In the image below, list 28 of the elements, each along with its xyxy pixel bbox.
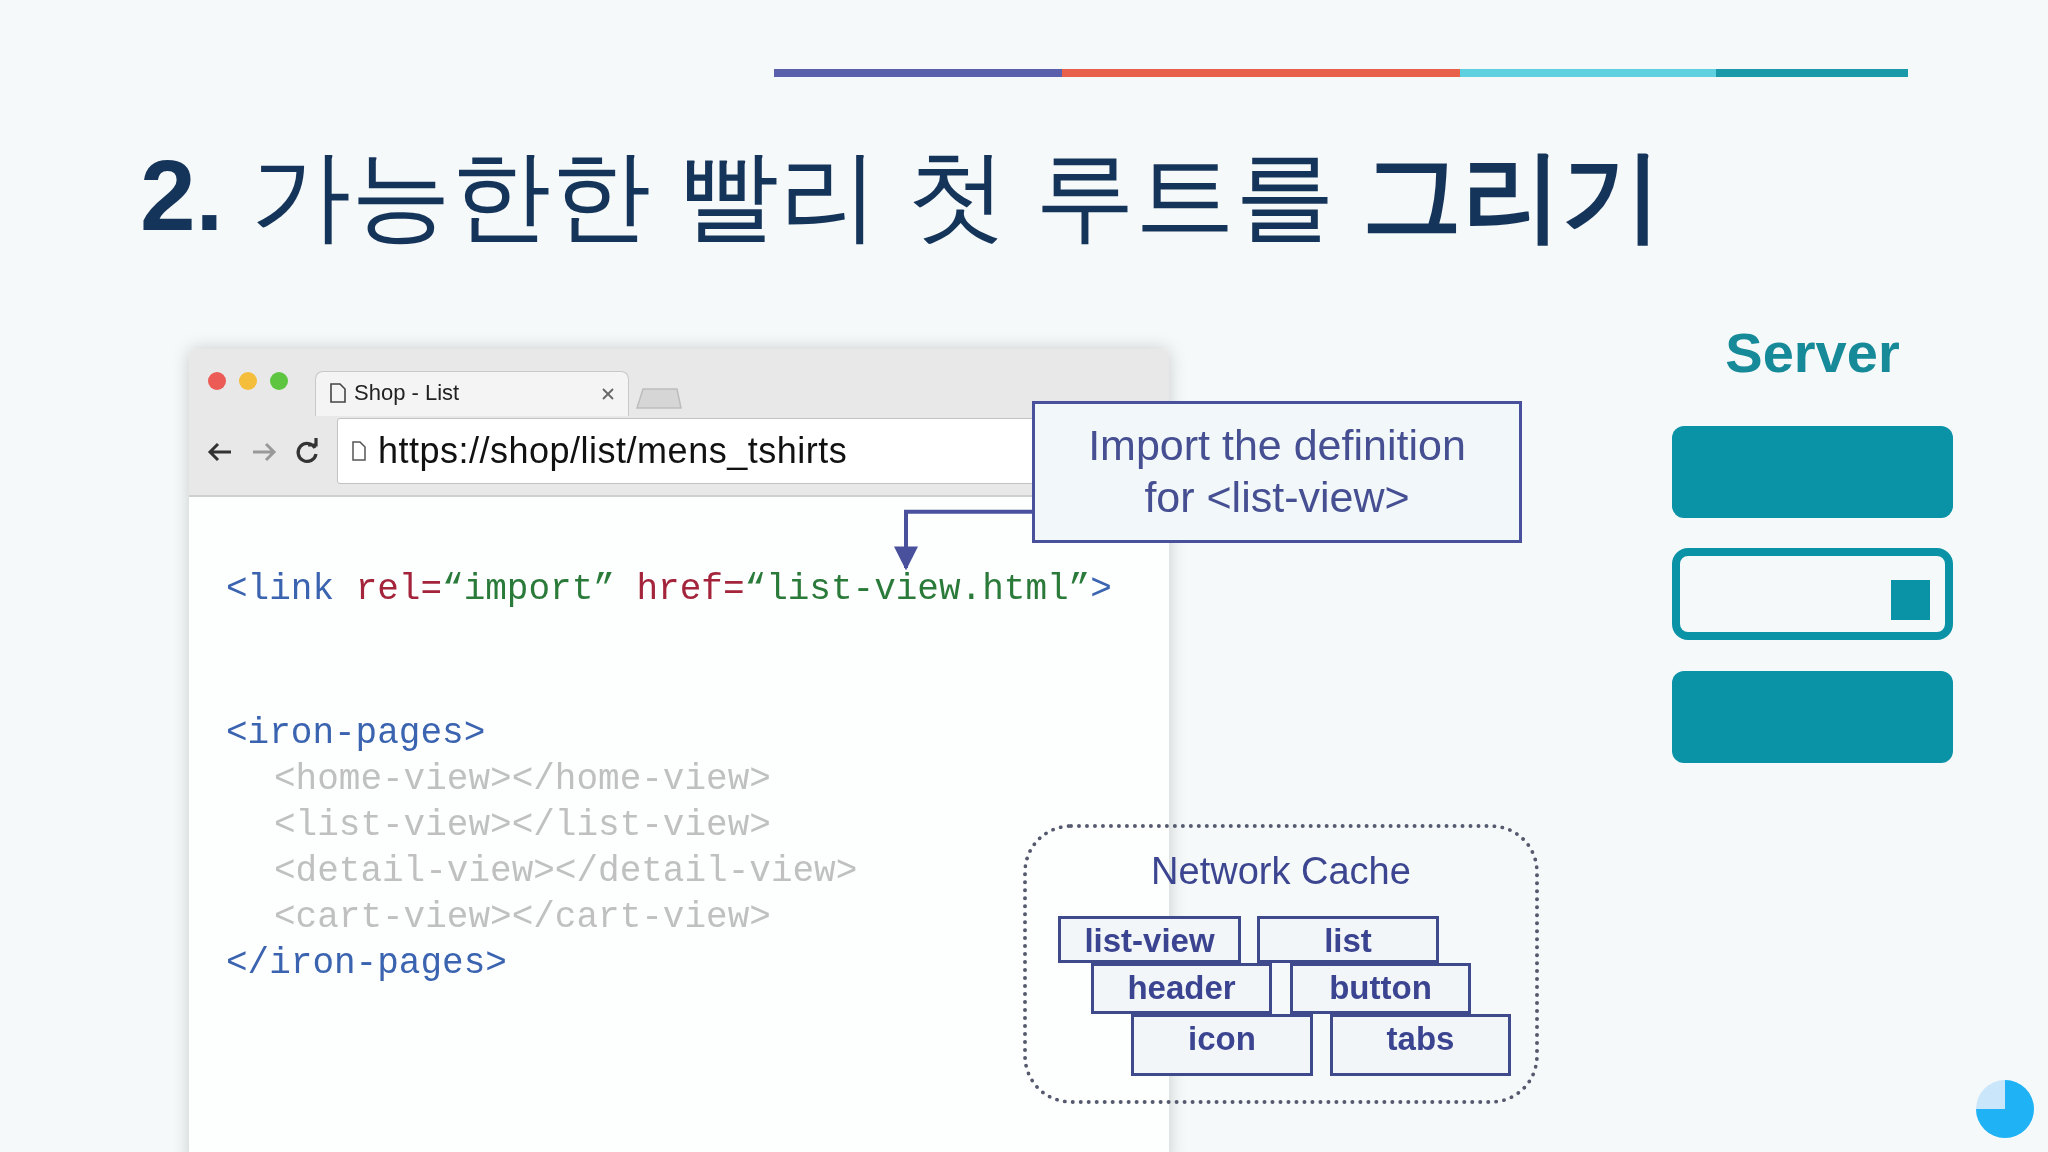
callout-box: [1032, 401, 1522, 543]
file-label: list: [1323, 921, 1373, 961]
group-title: Network Cache: [1150, 850, 1412, 893]
network-cache-group: [1023, 824, 1539, 1104]
cached-file-box: [1330, 1014, 1511, 1076]
cached-file-box: [1058, 916, 1241, 963]
code-line: <detail-view></detail-view>: [274, 850, 858, 894]
cached-file-box: [1091, 963, 1272, 1014]
code-line: <home-view></home-view>: [274, 758, 771, 802]
file-label: icon: [1187, 1019, 1257, 1059]
cached-file-box: [1257, 916, 1439, 963]
file-label: tabs: [1385, 1019, 1456, 1059]
file-label: button: [1328, 968, 1433, 1008]
server-heading: Server: [1724, 320, 1901, 385]
code-line: <link rel=“import” href=“list-view.html”>: [226, 568, 1112, 612]
callout-text: Import the definition for <list-view>: [1087, 420, 1467, 523]
code-line: <list-view></list-view>: [274, 804, 771, 848]
url-text: https://shop/list/mens_tshirts: [378, 430, 848, 472]
code-line: </iron-pages>: [226, 942, 507, 986]
connector-arrow: [894, 509, 1032, 571]
tab-title: Shop - List: [354, 380, 460, 406]
cached-file-box: [1131, 1014, 1313, 1076]
code-line: <cart-view></cart-view>: [274, 896, 771, 940]
file-label: list-view: [1083, 921, 1216, 961]
code-line: <iron-pages>: [226, 712, 486, 756]
slide-title: 2. 가능한한 빨리 첫 루트를 그리기: [140, 140, 1663, 250]
cached-file-box: [1290, 963, 1471, 1014]
file-label: header: [1126, 968, 1237, 1008]
